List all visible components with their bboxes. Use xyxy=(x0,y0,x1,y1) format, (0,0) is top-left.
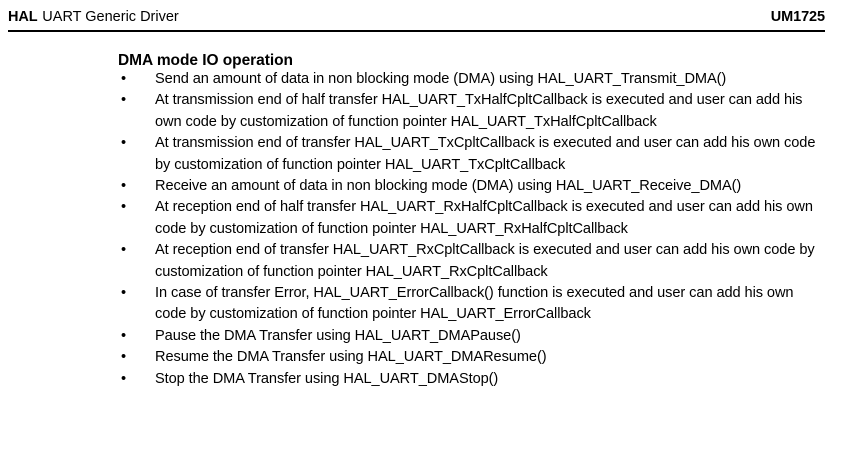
list-item: • Receive an amount of data in non blocki… xyxy=(118,176,828,197)
list-item: • At transmission end of transfer HAL_UAR… xyxy=(118,133,828,176)
bullet-point-icon: • xyxy=(121,92,127,109)
list-item-text: Stop the DMA Transfer using HAL_UART_DMA… xyxy=(155,370,499,387)
list-item-text: In case of transfer Error, HAL_UART_Erro… xyxy=(155,285,794,323)
bullet-point-icon: • xyxy=(121,199,127,216)
bullet-point-icon: • xyxy=(121,135,127,152)
bullet-point-icon: • xyxy=(121,178,127,195)
list-item-text: Send an amount of data in non blocking m… xyxy=(155,71,727,87)
bullet-point-icon: • xyxy=(121,327,127,344)
list-item-text: Resume the DMA Transfer using HAL_UART_D… xyxy=(155,349,547,366)
bullet-point-icon: • xyxy=(121,349,127,366)
list-item: • Resume the DMA Transfer using HAL_UART_… xyxy=(118,347,828,368)
list-item-text: Pause the DMA Transfer using HAL_UART_DM… xyxy=(155,327,521,344)
bullet-point-icon: • xyxy=(121,370,127,387)
list-item-text: At transmission end of transfer HAL_UART… xyxy=(155,135,816,173)
header-left-group: HAL UART Generic Driver xyxy=(8,8,179,26)
header-document-id: UM1725 xyxy=(770,9,825,25)
list-item: • At reception end of half transfer HAL_U… xyxy=(118,197,828,240)
list-item: • In case of transfer Error, HAL_UART_Err… xyxy=(118,283,828,326)
header-rule-divider xyxy=(8,30,825,33)
header-document-title: UART Generic Driver xyxy=(42,9,179,25)
section-heading: DMA mode IO operation xyxy=(118,51,293,69)
list-item-text: At transmission end of half transfer HAL… xyxy=(155,92,803,130)
list-item-text: Receive an amount of data in non blockin… xyxy=(155,178,742,195)
header-brand: HAL xyxy=(8,9,38,25)
list-item: • Send an amount of data in non blocking … xyxy=(118,69,828,90)
list-item: • Stop the DMA Transfer using HAL_UART_DM… xyxy=(118,369,828,390)
bullet-point-icon: • xyxy=(121,242,127,259)
dma-operation-list: • Send an amount of data in non blocking … xyxy=(118,69,828,390)
list-item: • At transmission end of half transfer HA… xyxy=(118,90,828,133)
list-item-text: At reception end of half transfer HAL_UA… xyxy=(155,199,813,237)
list-item-text: At reception end of transfer HAL_UART_Rx… xyxy=(155,242,815,280)
list-item: • Pause the DMA Transfer using HAL_UART_D… xyxy=(118,326,828,347)
bullet-point-icon: • xyxy=(121,285,127,302)
list-item: • At reception end of transfer HAL_UART_R… xyxy=(118,240,828,283)
bullet-point-icon: • xyxy=(121,71,127,87)
running-header: HAL UART Generic Driver UM1725 xyxy=(8,8,825,26)
